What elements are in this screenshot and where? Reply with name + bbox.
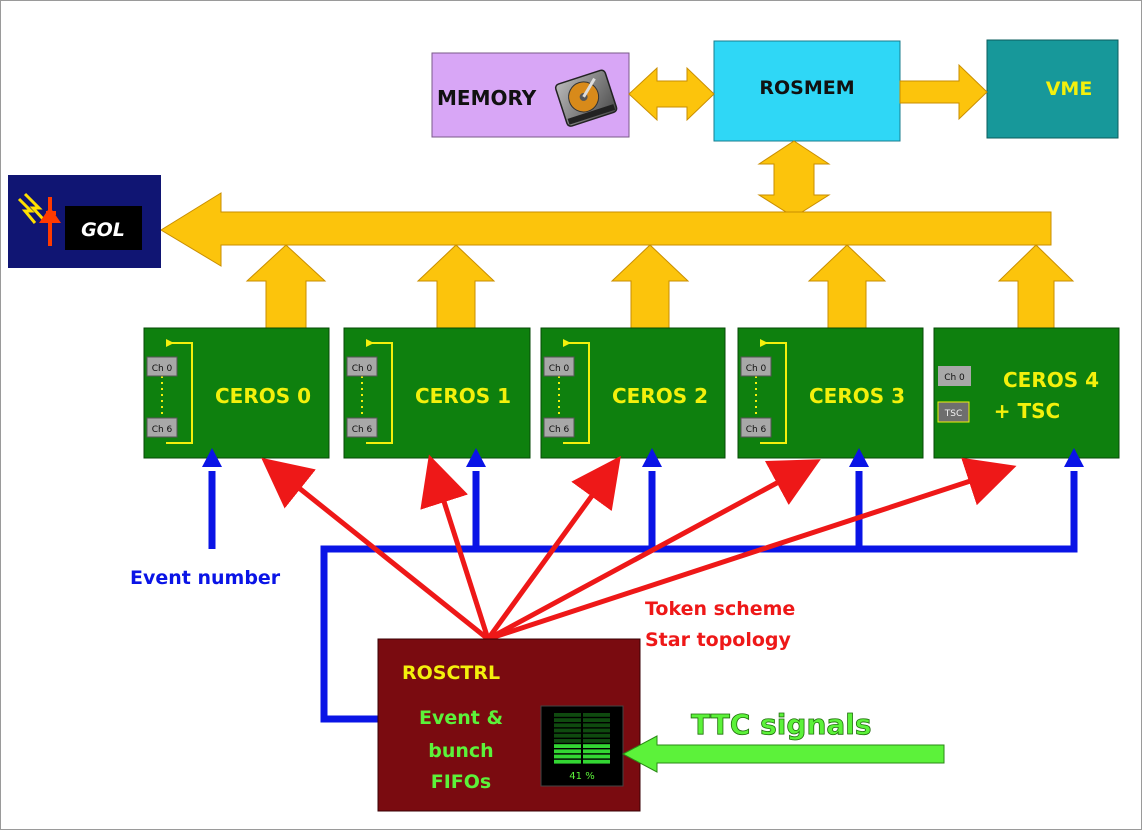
channel-loop-arrowhead xyxy=(760,339,768,347)
ceros-2-label: CEROS 2 xyxy=(612,384,708,408)
channel-loop-line xyxy=(166,342,193,444)
token-line-1a xyxy=(420,454,491,640)
memory-label: MEMORY xyxy=(437,86,537,110)
token-line-2a xyxy=(485,455,621,641)
ceros-1-up-arrow xyxy=(416,244,496,329)
ceros-3-board: Ch 0 Ch 6 CEROS 3 xyxy=(737,327,924,459)
rosmem-vme-arrow xyxy=(899,63,988,121)
ceros-layer: Ch 0 Ch 6 CEROS 0 Ch 0 Ch 6 CEROS 1 Ch 0 Ch 6 CE… xyxy=(143,327,1120,459)
channel-tag-top: Ch 0 xyxy=(944,373,965,383)
channel-tag-top: Ch 0 xyxy=(352,364,373,374)
token-line-4a xyxy=(487,457,1017,642)
channel-tag-bottom: Ch 6 xyxy=(152,425,173,435)
ceros-0-up-arrow xyxy=(245,244,327,329)
ceros-1-label: CEROS 1 xyxy=(415,384,511,408)
ceros-0-board: Ch 0 Ch 6 CEROS 0 xyxy=(143,327,330,459)
channel-loop-line xyxy=(563,342,590,444)
token-line-3a xyxy=(486,459,821,642)
vme-block: VME xyxy=(986,39,1119,139)
rosctrl-fifo-line1: Event & xyxy=(419,707,503,729)
ceros-4-board: Ch 0 TSC CEROS 4 + TSC xyxy=(933,327,1120,459)
channel-tag-bottom: Ch 6 xyxy=(746,425,767,435)
ceros-0-label: CEROS 0 xyxy=(215,384,311,408)
rosmem-block: ROSMEM xyxy=(713,40,901,142)
event-head-2 xyxy=(642,448,662,467)
token-scheme-label: Token scheme xyxy=(645,598,795,620)
data-bus-arrow xyxy=(160,192,1052,267)
gol-block: GOL xyxy=(8,175,161,268)
channel-tag-top: Ch 0 xyxy=(152,364,173,374)
rosctrl-fifo-line3: FIFOs xyxy=(431,771,492,793)
laser-diode-icon xyxy=(17,192,61,246)
channel-loop-arrowhead xyxy=(563,339,571,347)
rosctrl-fifo-line2: bunch xyxy=(428,740,493,762)
rosctrl-block: ROSCTRL Event & bunch FIFOs 41 % xyxy=(377,638,641,812)
ceros-2-board: Ch 0 Ch 6 CEROS 2 xyxy=(540,327,726,459)
event-head-0 xyxy=(202,448,222,467)
hard-disk-icon xyxy=(554,69,618,127)
channel-loop-line xyxy=(366,342,393,444)
meter-percent: 41 % xyxy=(569,771,594,782)
channel-tag-top: Ch 0 xyxy=(549,364,570,374)
channel-tag-top: Ch 0 xyxy=(746,364,767,374)
channel-loop-line xyxy=(760,342,787,444)
ceros-3-label: CEROS 3 xyxy=(809,384,905,408)
ceros-4-label-line1: CEROS 4 xyxy=(1003,368,1099,392)
event-bus-main xyxy=(320,471,1078,723)
channel-tag-tsc: TSC xyxy=(944,409,963,419)
meter-bars xyxy=(554,713,610,765)
fifo-level-meter: 41 % xyxy=(540,705,624,787)
rosmem-label: ROSMEM xyxy=(759,77,854,99)
token-star-lines xyxy=(261,454,1017,642)
ttc-signals-label: TTC signals xyxy=(691,708,872,741)
ceros-4-up-arrow xyxy=(997,244,1075,329)
channel-loop-arrowhead xyxy=(366,339,374,347)
vme-label: VME xyxy=(1046,78,1093,100)
channel-loop-arrowhead xyxy=(166,339,174,347)
ttc-signals-arrow xyxy=(621,735,945,773)
rosmem-bus-arrow xyxy=(757,140,831,218)
star-topology-label: Star topology xyxy=(645,629,792,651)
ceros-2-up-arrow xyxy=(610,244,690,329)
ceros-bus-up-arrows xyxy=(245,244,1075,329)
event-head-3 xyxy=(849,448,869,467)
channel-tag-bottom: Ch 6 xyxy=(352,425,373,435)
ceros-4-label-line2: + TSC xyxy=(994,399,1060,423)
ceros-3-up-arrow xyxy=(807,244,887,329)
event-head-4 xyxy=(1064,448,1084,467)
ceros-1-board: Ch 0 Ch 6 CEROS 1 xyxy=(343,327,531,459)
event-number-arrowheads xyxy=(202,448,1084,467)
channel-tag-bottom: Ch 6 xyxy=(549,425,570,435)
event-number-label: Event number xyxy=(130,567,281,589)
rosctrl-title: ROSCTRL xyxy=(402,662,500,684)
token-line-0 xyxy=(261,457,490,641)
event-number-bus xyxy=(208,471,1078,723)
event-head-1 xyxy=(466,448,486,467)
memory-rosmem-arrow xyxy=(628,66,715,122)
gol-label: GOL xyxy=(81,219,125,241)
